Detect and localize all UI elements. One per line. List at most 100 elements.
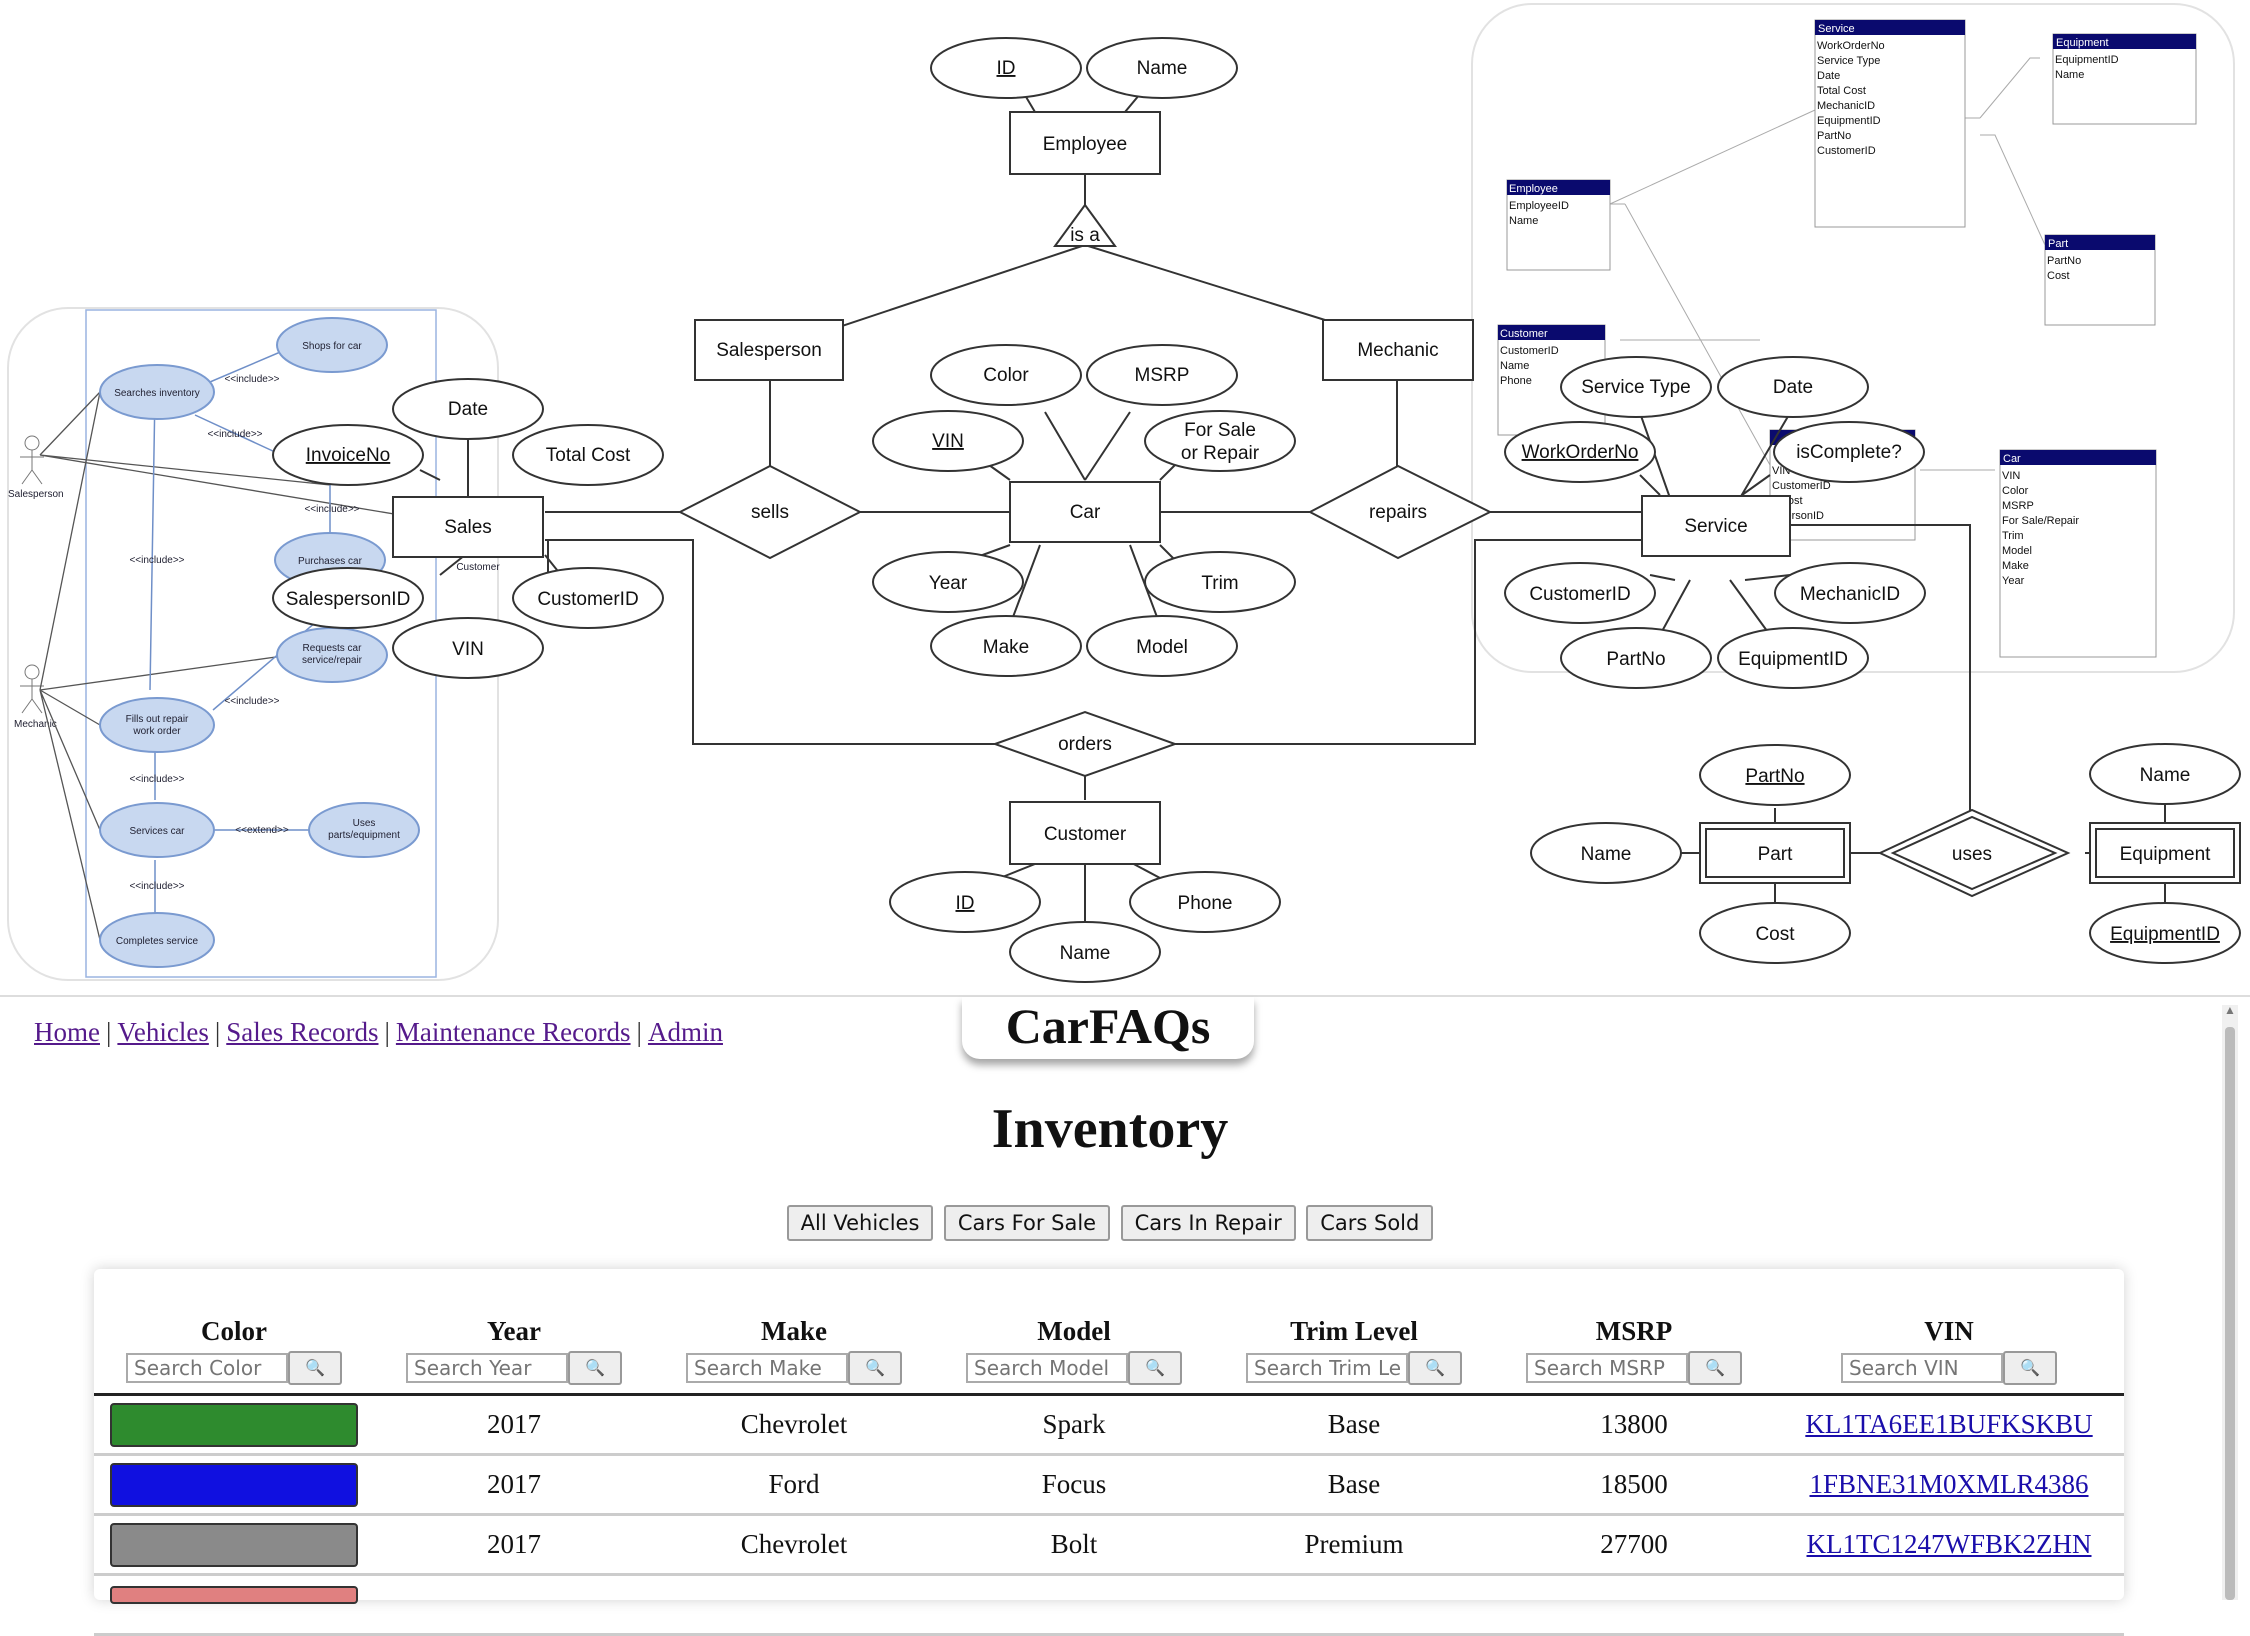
cell-model: Spark: [934, 1394, 1214, 1456]
search-color-button[interactable]: 🔍: [288, 1351, 342, 1385]
svg-text:<<include>>: <<include>>: [224, 374, 279, 385]
svg-text:Uses: Uses: [353, 818, 376, 829]
svg-text:CustomerID: CustomerID: [1772, 480, 1831, 492]
nav-admin-link[interactable]: Admin: [647, 1017, 723, 1047]
svg-text:Name: Name: [1137, 58, 1188, 79]
attr-car-make: [930, 615, 1082, 677]
svg-text:Date: Date: [1773, 377, 1813, 398]
search-color-input[interactable]: [126, 1353, 288, 1383]
attr-customer-phone: [1129, 871, 1281, 933]
attr-customer-name: [1009, 921, 1161, 983]
search-year-input[interactable]: [406, 1353, 568, 1383]
attr-employee-id: [930, 37, 1082, 99]
cell-color: [94, 1514, 374, 1576]
cell-msrp: 27700: [1494, 1514, 1774, 1576]
uc-searches-inventory: [99, 364, 215, 420]
svg-text:Customer: Customer: [1500, 328, 1548, 340]
magnifier-icon: 🔍: [585, 1360, 605, 1377]
search-cell: 🔍: [654, 1347, 934, 1396]
svg-text:EmployeeID: EmployeeID: [1509, 200, 1569, 212]
table-row: [94, 1574, 2124, 1636]
nav-separator: |: [214, 1017, 221, 1047]
svg-text:Searches inventory: Searches inventory: [114, 388, 200, 399]
cell-color: [94, 1574, 374, 1636]
cell-year: 2017: [374, 1394, 654, 1456]
scroll-up-arrow-icon[interactable]: ▲: [2224, 1003, 2236, 1017]
svg-text:ID: ID: [997, 58, 1016, 79]
nav-home-link[interactable]: Home: [34, 1017, 100, 1047]
svg-text:repairs: repairs: [1369, 502, 1427, 523]
svg-text:EquipmentID: EquipmentID: [1817, 115, 1881, 127]
attr-customer-id: [889, 871, 1041, 933]
svg-text:Total Cost: Total Cost: [546, 445, 631, 466]
header-trim-level: Trim Level: [1290, 1316, 1418, 1346]
search-cell: 🔍: [1494, 1347, 1774, 1396]
header-color: Color: [201, 1316, 267, 1346]
svg-text:uses: uses: [1952, 844, 1992, 865]
svg-text:Equipment: Equipment: [2120, 844, 2212, 865]
search-msrp-input[interactable]: [1526, 1353, 1688, 1383]
cars-in-repair-button[interactable]: Cars In Repair: [1120, 1205, 1296, 1241]
nav-sales-records-link[interactable]: Sales Records: [226, 1017, 379, 1047]
svg-text:Name: Name: [1581, 844, 1632, 865]
attr-sales-customer-id: [512, 567, 664, 629]
cars-sold-button[interactable]: Cars Sold: [1306, 1205, 1434, 1241]
attr-service-part-no: [1560, 627, 1712, 689]
uc-shops-for-car: [276, 317, 388, 373]
nav-vehicles-link[interactable]: Vehicles: [117, 1017, 209, 1047]
er-isa: [1053, 203, 1117, 247]
scrollbar-thumb[interactable]: [2225, 1027, 2235, 1600]
svg-text:sells: sells: [751, 502, 789, 523]
er-service: [1641, 495, 1791, 557]
header-msrp: MSRP: [1595, 1316, 1673, 1346]
search-vin-input[interactable]: [1841, 1353, 2003, 1383]
svg-text:Color: Color: [983, 365, 1029, 386]
search-model-input[interactable]: [966, 1353, 1128, 1383]
svg-text:MSRP: MSRP: [2002, 500, 2034, 512]
search-make-button[interactable]: 🔍: [848, 1351, 902, 1385]
actor-salesperson: Salesperson: [8, 435, 64, 500]
attr-sales-salesperson-id: [272, 567, 424, 629]
svg-text:Trim: Trim: [2002, 530, 2024, 542]
search-year-button[interactable]: 🔍: [568, 1351, 622, 1385]
er-equipment-inner: [2095, 828, 2235, 878]
svg-text:Cost: Cost: [1755, 924, 1795, 945]
svg-text:Mechanic: Mechanic: [1357, 340, 1438, 361]
svg-text:Car: Car: [1070, 502, 1101, 523]
svg-text:Make: Make: [2002, 560, 2029, 572]
nav-maintenance-records-link[interactable]: Maintenance Records: [395, 1017, 631, 1047]
svg-text:Customer: Customer: [1044, 824, 1127, 845]
attr-equipment-name: [2089, 743, 2241, 805]
svg-text:For Sale/Repair: For Sale/Repair: [2002, 515, 2079, 527]
attr-car-model: [1086, 615, 1238, 677]
search-trim-input[interactable]: [1246, 1353, 1408, 1383]
search-msrp-button[interactable]: 🔍: [1688, 1351, 1742, 1385]
vin-link[interactable]: KL1TA6EE1BUFKSKBU: [1805, 1409, 2093, 1439]
svg-text:<<include>>: <<include>>: [207, 429, 262, 440]
svg-text:Part: Part: [1758, 844, 1794, 865]
svg-text:CustomerID: CustomerID: [537, 589, 638, 610]
vin-link[interactable]: 1FBNE31M0XMLR4386: [1809, 1469, 2089, 1499]
svg-text:Fills out repair: Fills out repair: [126, 714, 189, 725]
svg-text:Employee: Employee: [1043, 134, 1128, 155]
attr-service-equipment-id: [1717, 627, 1869, 689]
svg-text:is a: is a: [1070, 225, 1100, 246]
search-make-input[interactable]: [686, 1353, 848, 1383]
er-car: [1009, 481, 1161, 543]
search-vin-button[interactable]: 🔍: [2003, 1351, 2057, 1385]
vin-link[interactable]: KL1TC1247WFBK2ZHN: [1806, 1529, 2092, 1559]
nav-separator: |: [636, 1017, 642, 1047]
color-swatch: [110, 1462, 358, 1507]
svg-text:Equipment: Equipment: [2056, 37, 2109, 49]
er-employee: [1009, 111, 1161, 175]
search-trim-button[interactable]: 🔍: [1408, 1351, 1462, 1385]
cars-for-sale-button[interactable]: Cars For Sale: [943, 1205, 1111, 1241]
cell-trim: Premium: [1214, 1514, 1494, 1576]
magnifier-icon: 🔍: [305, 1360, 325, 1377]
svg-text:Year: Year: [2002, 575, 2025, 587]
cell-msrp: 18500: [1494, 1454, 1774, 1516]
all-vehicles-button[interactable]: All Vehicles: [786, 1205, 934, 1241]
magnifier-icon: 🔍: [1425, 1360, 1445, 1377]
search-model-button[interactable]: 🔍: [1128, 1351, 1182, 1385]
attr-car-msrp: [1086, 344, 1238, 406]
